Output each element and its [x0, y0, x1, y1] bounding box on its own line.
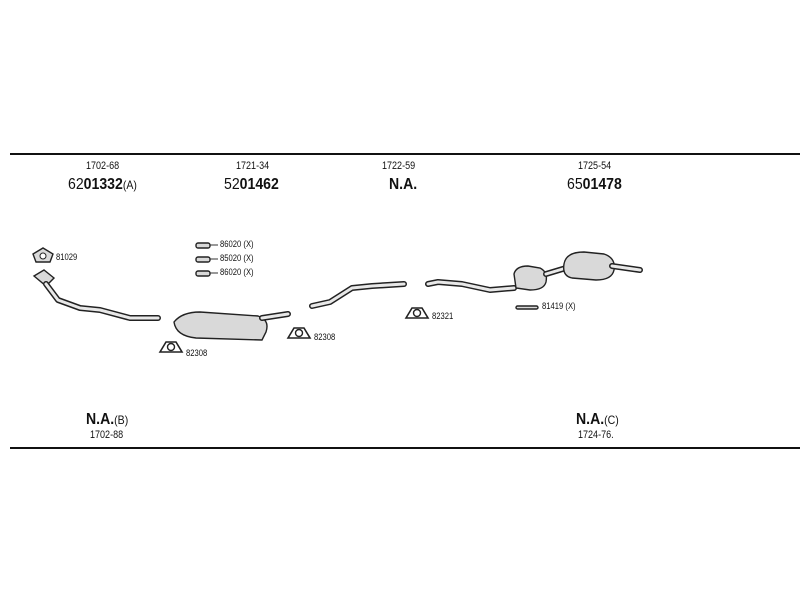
label-81029: 81029	[56, 252, 78, 262]
section-4-ref: 1725-54	[578, 160, 612, 172]
clamp-82308-left-icon	[158, 341, 184, 353]
bottom-right-ref: 1724-76.	[578, 429, 614, 441]
bracket-81419-icon	[515, 305, 539, 310]
front-pipe-icon	[32, 269, 161, 321]
label-82308-right: 82308	[314, 332, 336, 342]
section-1-ref: 1702-68	[86, 160, 120, 172]
middle-silencer-icon	[173, 311, 291, 341]
section-2-ref: 1721-34	[236, 160, 270, 172]
clamp-82308-right-icon	[286, 327, 312, 339]
section-3-ref: 1722-59	[382, 160, 416, 172]
intermediate-pipe-icon	[309, 281, 407, 309]
label-82321: 82321	[432, 311, 454, 321]
label-85020: 85020 (X)	[220, 253, 254, 263]
bottom-left-part-number: N.A.(B)	[86, 411, 129, 428]
section-2-part-number: 5201462	[224, 176, 279, 193]
label-81419: 81419 (X)	[542, 301, 576, 311]
rear-silencer-assembly-icon	[425, 251, 643, 293]
label-86020-b: 86020 (X)	[220, 267, 254, 277]
top-divider-line	[10, 153, 800, 155]
clamp-82321-icon	[404, 307, 430, 319]
rubber-mounts-icon	[195, 242, 218, 277]
bottom-left-ref: 1702-88	[90, 429, 124, 441]
label-86020-a: 86020 (X)	[220, 239, 254, 249]
section-3-part-number: N.A.	[389, 176, 418, 193]
bottom-divider-line	[10, 447, 800, 449]
label-82308-left: 82308	[186, 348, 208, 358]
bottom-right-part-number: N.A.(C)	[576, 411, 619, 428]
gasket-81029-icon	[32, 247, 54, 263]
section-4-part-number: 6501478	[567, 176, 622, 193]
section-1-part-number: 6201332(A)	[68, 176, 137, 193]
